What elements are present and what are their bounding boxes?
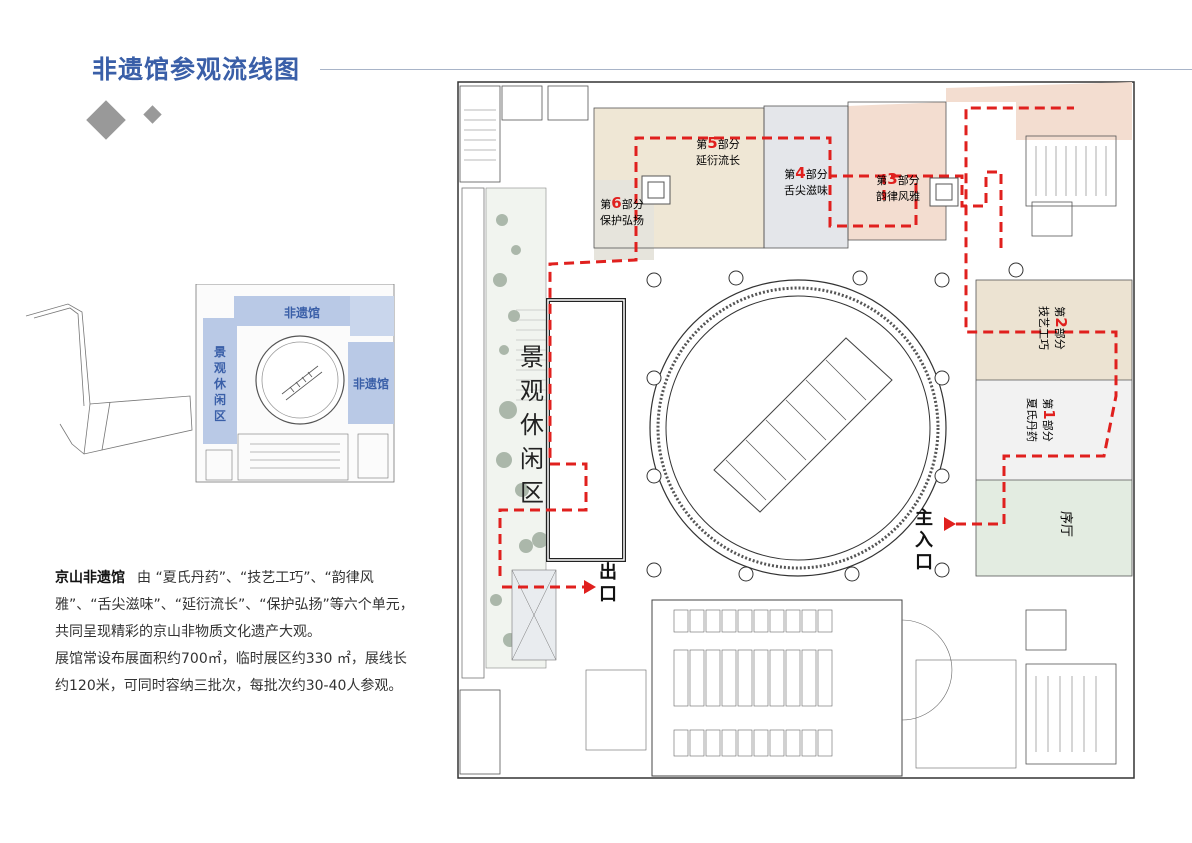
stair-treads [464, 109, 1107, 752]
auditorium-seats [585, 609, 1017, 769]
description-line-2: 展馆常设布展面积约700㎡，临时展区约330 ㎡，展线长约120米，可同时容纳三… [55, 651, 407, 694]
section-1-heading: 第1部分 [1040, 398, 1058, 441]
description-line-1: 由 “夏氏丹药”、“技艺工巧”、“韵律风雅”、“舌尖滋味”、“延衍流长”、“保护… [55, 570, 414, 640]
mini-label-left: 景观休闲区 [213, 345, 227, 423]
visitor-route [498, 106, 1118, 580]
title-divider [320, 69, 1192, 70]
section-4-heading: 第4部分 [784, 164, 827, 182]
zone-foyer [976, 480, 1132, 576]
large-diamond-icon [86, 100, 126, 140]
zone-section-3 [848, 102, 946, 240]
mini-zone-left [203, 318, 237, 444]
zone-section-2 [976, 280, 1132, 380]
section-5-heading: 第5部分 [696, 134, 739, 152]
section-1-name: 夏氏丹药 [1025, 398, 1038, 442]
location-mini-map: 非遗馆 景观休闲区 非遗馆 [25, 284, 395, 483]
section-3-heading: 第3部分 [876, 170, 919, 188]
floor-plan: 第5部分 延衍流长 第6部分 保护弘扬 第4部分 舌尖滋味 第3部分 韵律风雅 … [457, 81, 1135, 779]
mini-label-right: 非遗馆 [353, 376, 389, 391]
stair-cores [459, 85, 1117, 775]
section-3-name: 韵律风雅 [876, 189, 920, 203]
main-entrance-label: 主入口 [915, 507, 933, 573]
exit-label: 出口 [599, 561, 617, 605]
deck-boards [516, 309, 546, 401]
section-2-heading: 第2部分 [1052, 306, 1070, 349]
section-5-name: 延衍流长 [696, 153, 740, 167]
mini-label-top: 非遗馆 [284, 305, 320, 320]
section-6-name: 保护弘扬 [600, 213, 644, 227]
foyer-label: 序厅 [1058, 511, 1073, 537]
description-highlight: 京山非遗馆 [55, 570, 125, 586]
section-4-name: 舌尖滋味 [784, 184, 828, 197]
columns [646, 262, 1024, 582]
auditorium [651, 599, 903, 777]
mini-zone-top [234, 296, 370, 326]
section-6-heading: 第6部分 [600, 194, 643, 212]
landscape-area-label: 景观休闲区 [520, 343, 544, 507]
description-block: 京山非遗馆由 “夏氏丹药”、“技艺工巧”、“韵律风雅”、“舌尖滋味”、“延衍流长… [55, 565, 415, 700]
zone-section-1 [976, 380, 1132, 480]
small-diamond-icon [143, 105, 162, 124]
central-rotunda [649, 279, 947, 577]
page-title: 非遗馆参观流线图 [92, 55, 301, 84]
display-plinths [641, 175, 959, 207]
route-arrows [584, 517, 956, 594]
section-2-name: 技艺工巧 [1037, 306, 1050, 350]
mini-zone-right [348, 342, 394, 424]
